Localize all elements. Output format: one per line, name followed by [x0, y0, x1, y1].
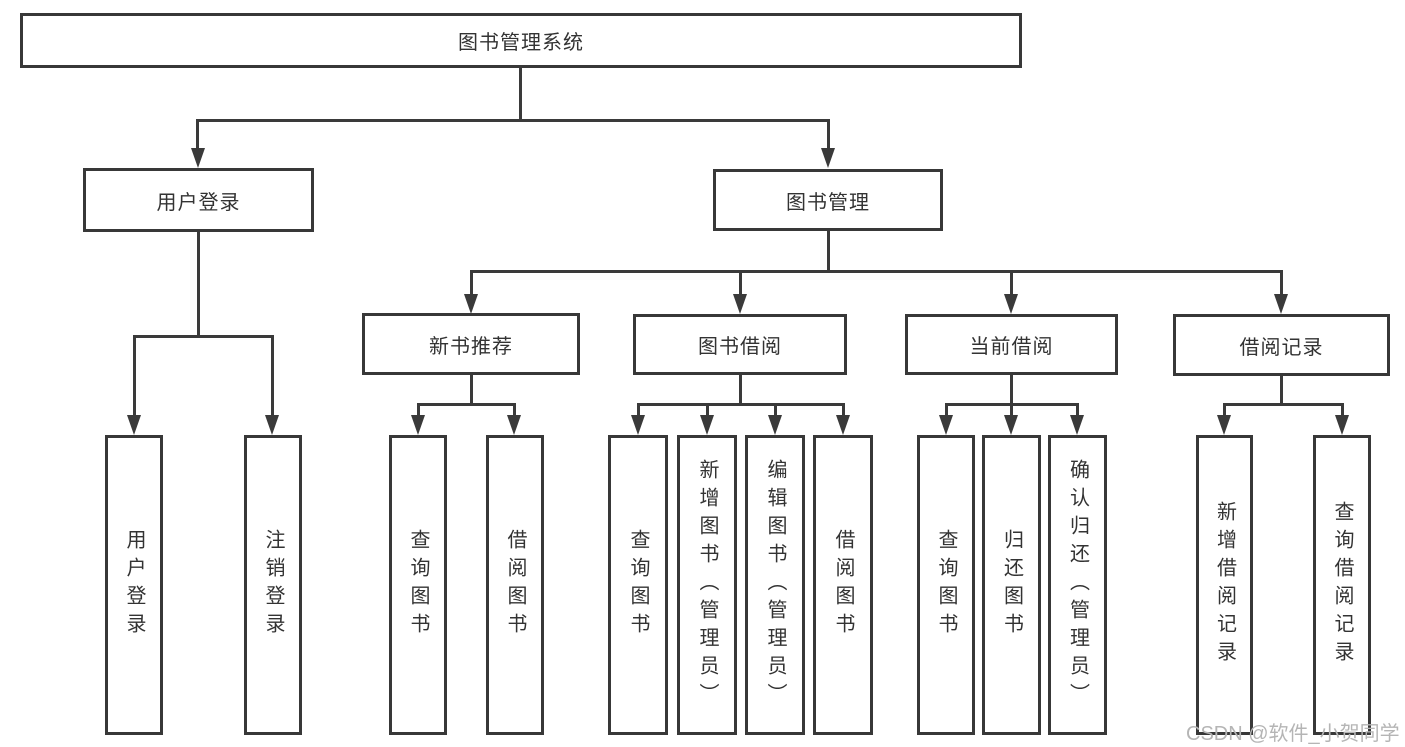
connector-drop — [1223, 403, 1226, 415]
node-root-label: 图书管理系统 — [458, 32, 584, 54]
arrowhead-icon — [700, 415, 714, 435]
arrowhead-icon — [127, 415, 141, 435]
connector-drop — [774, 403, 777, 415]
connector-stem — [739, 375, 742, 406]
connector-drop — [1010, 403, 1013, 415]
node-book-management: 图书管理 — [713, 169, 943, 231]
connector-stem — [197, 232, 200, 337]
arrowhead-icon — [1274, 294, 1288, 314]
arrowhead-icon — [631, 415, 645, 435]
leaf-add-borrow-record: 新增借阅记录 — [1196, 435, 1253, 735]
arrowhead-icon — [1217, 415, 1231, 435]
connector-drop — [1341, 403, 1344, 415]
node-current-borrow: 当前借阅 — [905, 314, 1118, 375]
connector-drop — [417, 403, 420, 415]
leaf-edit-book-admin: 编辑图书（管理员） — [745, 435, 805, 735]
leaf-borrow-borrow-book: 借阅图书 — [813, 435, 873, 735]
leaf-user-login: 用户登录 — [105, 435, 163, 735]
node-book-borrow: 图书借阅 — [633, 314, 847, 375]
connector-stem — [1010, 375, 1013, 406]
node-current-borrow-label: 当前借阅 — [969, 336, 1054, 358]
connector-drop — [133, 335, 136, 415]
node-borrow-records-label: 借阅记录 — [1239, 336, 1324, 359]
connector-drop — [1280, 270, 1283, 294]
connector-stem — [827, 231, 830, 273]
connector-drop — [945, 403, 948, 415]
node-user-login-label: 用户登录 — [156, 191, 241, 214]
connector-drop — [1010, 270, 1013, 294]
arrowhead-icon — [836, 415, 850, 435]
watermark: CSDN @软件_小贺同学 — [1186, 723, 1400, 745]
arrowhead-icon — [265, 415, 279, 435]
connector-drop — [842, 403, 845, 415]
arrowhead-icon — [464, 294, 478, 314]
leaf-add-book-admin-label: 新增图书（管理员） — [696, 459, 718, 711]
leaf-user-login-label: 用户登录 — [123, 529, 145, 641]
leaf-borrow-query-book: 查询图书 — [608, 435, 668, 735]
arrowhead-icon — [191, 148, 205, 168]
leaf-recommend-query-book: 查询图书 — [389, 435, 447, 735]
connector-drop — [827, 119, 830, 149]
connector-rail — [197, 119, 829, 122]
connector-stem — [519, 68, 522, 120]
connector-drop — [196, 119, 199, 149]
node-new-book-recommend: 新书推荐 — [362, 313, 580, 375]
leaf-current-query-book-label: 查询图书 — [935, 529, 957, 641]
arrowhead-icon — [733, 294, 747, 314]
connector-drop — [271, 335, 274, 415]
node-borrow-records: 借阅记录 — [1173, 314, 1390, 376]
leaf-confirm-return-admin-label: 确认归还（管理员） — [1066, 459, 1089, 711]
leaf-return-book-label: 归还图书 — [1000, 529, 1023, 641]
connector-drop — [637, 403, 640, 415]
leaf-borrow-borrow-book-label: 借阅图书 — [832, 529, 854, 641]
arrowhead-icon — [821, 148, 835, 168]
connector-rail — [133, 335, 274, 338]
leaf-recommend-borrow-book-label: 借阅图书 — [504, 529, 526, 641]
connector-rail — [637, 403, 844, 406]
leaf-query-borrow-record: 查询借阅记录 — [1313, 435, 1371, 735]
connector-stem — [1280, 376, 1283, 406]
arrowhead-icon — [507, 415, 521, 435]
leaf-recommend-query-book-label: 查询图书 — [407, 529, 429, 641]
connector-rail — [470, 270, 1282, 273]
node-root: 图书管理系统 — [20, 13, 1022, 68]
arrowhead-icon — [1004, 415, 1018, 435]
arrowhead-icon — [768, 415, 782, 435]
arrowhead-icon — [1070, 415, 1084, 435]
connector-drop — [470, 270, 473, 294]
node-book-management-label: 图书管理 — [786, 191, 870, 214]
node-user-login: 用户登录 — [83, 168, 314, 232]
leaf-logout-label: 注销登录 — [262, 529, 284, 641]
leaf-logout: 注销登录 — [244, 435, 302, 735]
node-book-borrow-label: 图书借阅 — [698, 336, 782, 358]
leaf-confirm-return-admin: 确认归还（管理员） — [1048, 435, 1107, 735]
arrowhead-icon — [939, 415, 953, 435]
leaf-return-book: 归还图书 — [982, 435, 1041, 735]
leaf-borrow-query-book-label: 查询图书 — [627, 529, 649, 641]
leaf-edit-book-admin-label: 编辑图书（管理员） — [764, 459, 786, 711]
leaf-add-borrow-record-label: 新增借阅记录 — [1213, 501, 1236, 669]
connector-drop — [513, 403, 516, 415]
leaf-current-query-book: 查询图书 — [917, 435, 975, 735]
connector-rail — [1223, 403, 1343, 406]
connector-stem — [470, 375, 473, 406]
arrowhead-icon — [1004, 294, 1018, 314]
leaf-recommend-borrow-book: 借阅图书 — [486, 435, 544, 735]
connector-drop — [1076, 403, 1079, 415]
connector-rail — [417, 403, 516, 406]
connector-drop — [706, 403, 709, 415]
leaf-add-book-admin: 新增图书（管理员） — [677, 435, 737, 735]
connector-drop — [739, 270, 742, 294]
arrowhead-icon — [1335, 415, 1349, 435]
node-new-book-recommend-label: 新书推荐 — [429, 335, 513, 358]
leaf-query-borrow-record-label: 查询借阅记录 — [1331, 501, 1353, 669]
arrowhead-icon — [411, 415, 425, 435]
